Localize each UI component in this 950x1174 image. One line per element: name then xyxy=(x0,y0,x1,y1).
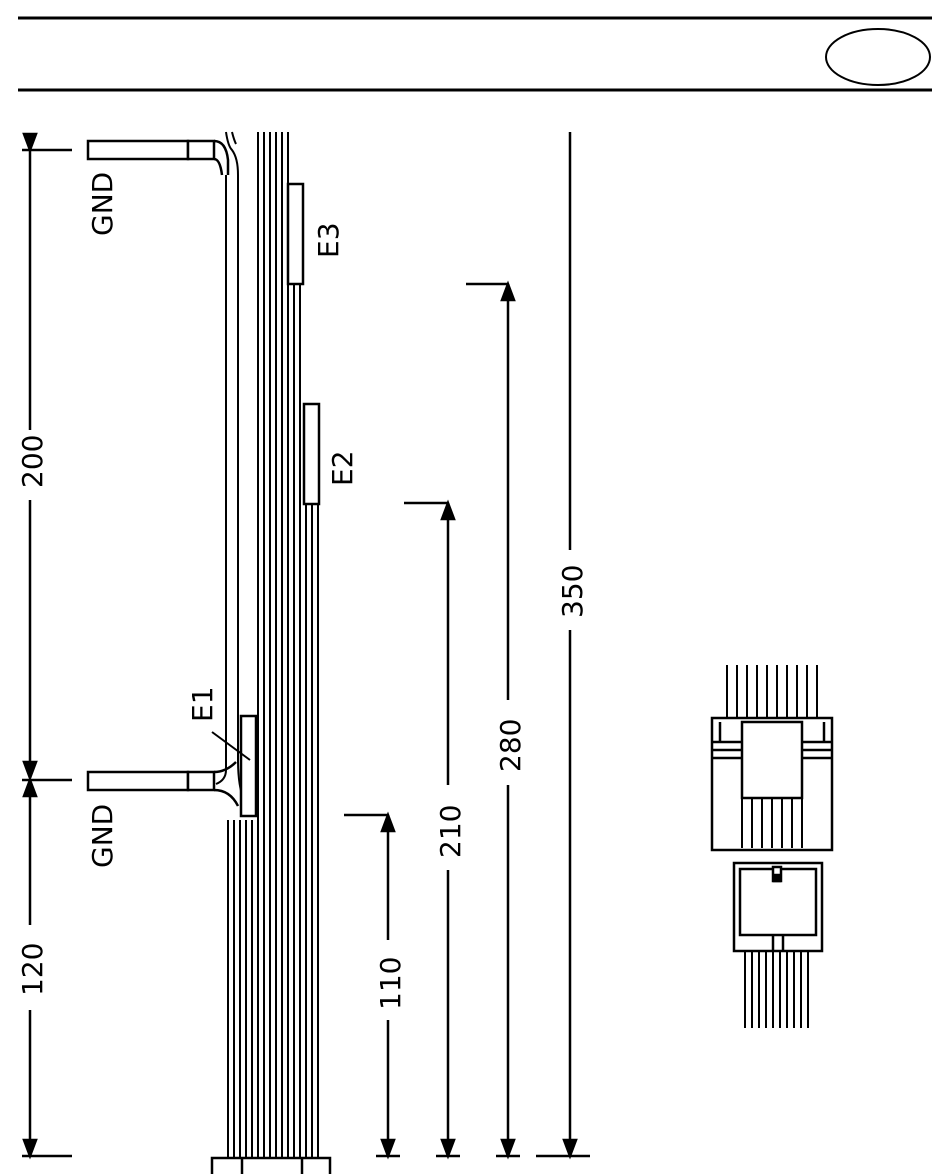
branch-connectors xyxy=(241,184,319,816)
e3-label: E3 xyxy=(312,222,345,258)
e1-label: E1 xyxy=(186,686,219,722)
header-ellipse xyxy=(826,29,930,85)
dimension-110-label: 110 xyxy=(374,957,407,1010)
connector-detail xyxy=(712,665,832,1028)
e2-label: E2 xyxy=(326,450,359,486)
ground-wire xyxy=(216,132,244,800)
dimension-350-label: 350 xyxy=(556,565,589,618)
connector-e3 xyxy=(288,184,303,284)
connector-detail-bottom-wires xyxy=(745,951,808,1028)
dimension-350 xyxy=(564,132,576,1156)
connector-detail-top-pins xyxy=(742,798,802,848)
dimension-120-label: 120 xyxy=(16,943,49,996)
connector-e1 xyxy=(241,716,256,816)
gnd-lug-bottom xyxy=(88,762,238,806)
gnd-lug-top xyxy=(88,141,228,175)
gnd-label-bottom: GND xyxy=(86,804,119,868)
header xyxy=(18,18,932,90)
dimension-210-label: 210 xyxy=(434,805,467,858)
harness-trunk xyxy=(228,132,318,1158)
dimension-200-label: 200 xyxy=(16,435,49,488)
harness-end-connector xyxy=(212,1158,330,1174)
connector-detail-top-wires xyxy=(727,665,817,718)
connector-e2 xyxy=(304,404,319,504)
gnd-label-top: GND xyxy=(86,172,119,236)
dimension-280-label: 280 xyxy=(494,719,527,772)
